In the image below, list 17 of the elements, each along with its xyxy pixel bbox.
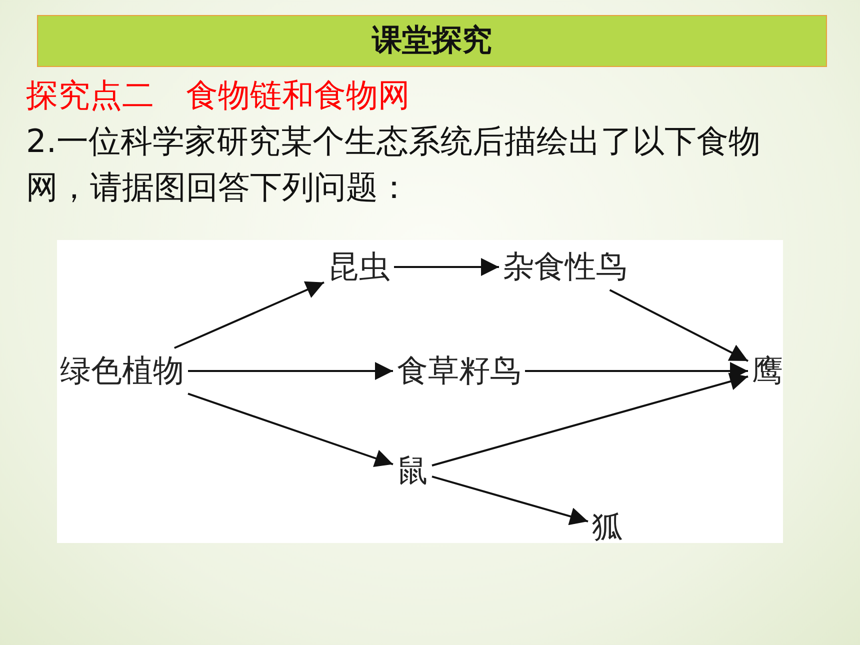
organism-label: 杂食性鸟 — [503, 248, 627, 286]
title-banner: 课堂探究 — [37, 15, 827, 67]
arrow — [188, 362, 393, 380]
organism-label: 昆虫 — [328, 248, 390, 286]
organism-label: 食草籽鸟 — [397, 352, 521, 390]
arrow — [609, 289, 748, 362]
question-text: 2.一位科学家研究某个生态系统后描绘出了以下食物网，请据图回答下列问题： — [26, 121, 762, 208]
organism-label: 绿色植物 — [60, 352, 184, 390]
arrow — [432, 476, 588, 526]
arrow — [432, 372, 748, 466]
arrow — [394, 258, 499, 276]
organism-label: 鹰 — [752, 352, 783, 390]
arrow — [188, 392, 394, 467]
organism-label: 鼠 — [397, 452, 428, 490]
section-heading: 探究点二 食物链和食物网 — [26, 75, 410, 116]
arrow — [174, 281, 324, 349]
organism-label: 狐 — [592, 508, 623, 546]
